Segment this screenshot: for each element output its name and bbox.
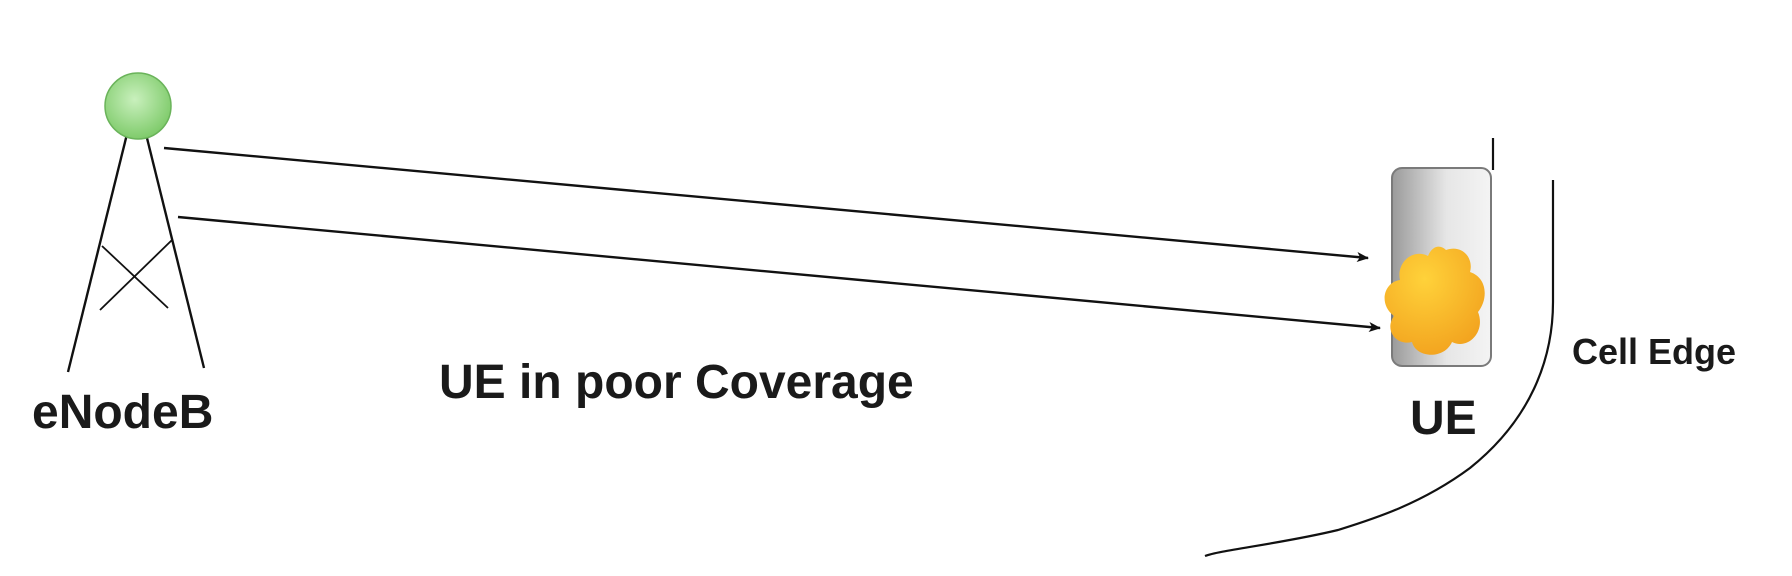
cell-edge: Cell Edge [1204,138,1736,558]
ue-label: UE [1410,392,1477,445]
enodeb-tower: eNodeB [32,72,213,439]
cell-edge-label: Cell Edge [1572,331,1736,372]
coverage-caption: UE in poor Coverage [439,356,914,409]
signal-arrow-2 [177,215,1381,332]
cloud-icon [1384,246,1485,355]
tower-icon [66,72,206,373]
enodeb-label: eNodeB [32,386,213,439]
tower-head [104,72,172,140]
phone-icon [1384,167,1492,367]
signal-arrow-1 [163,146,1369,262]
ue-device: UE [1384,167,1492,445]
signal-arrows [163,146,1381,332]
cell-edge-curve [1204,180,1555,558]
